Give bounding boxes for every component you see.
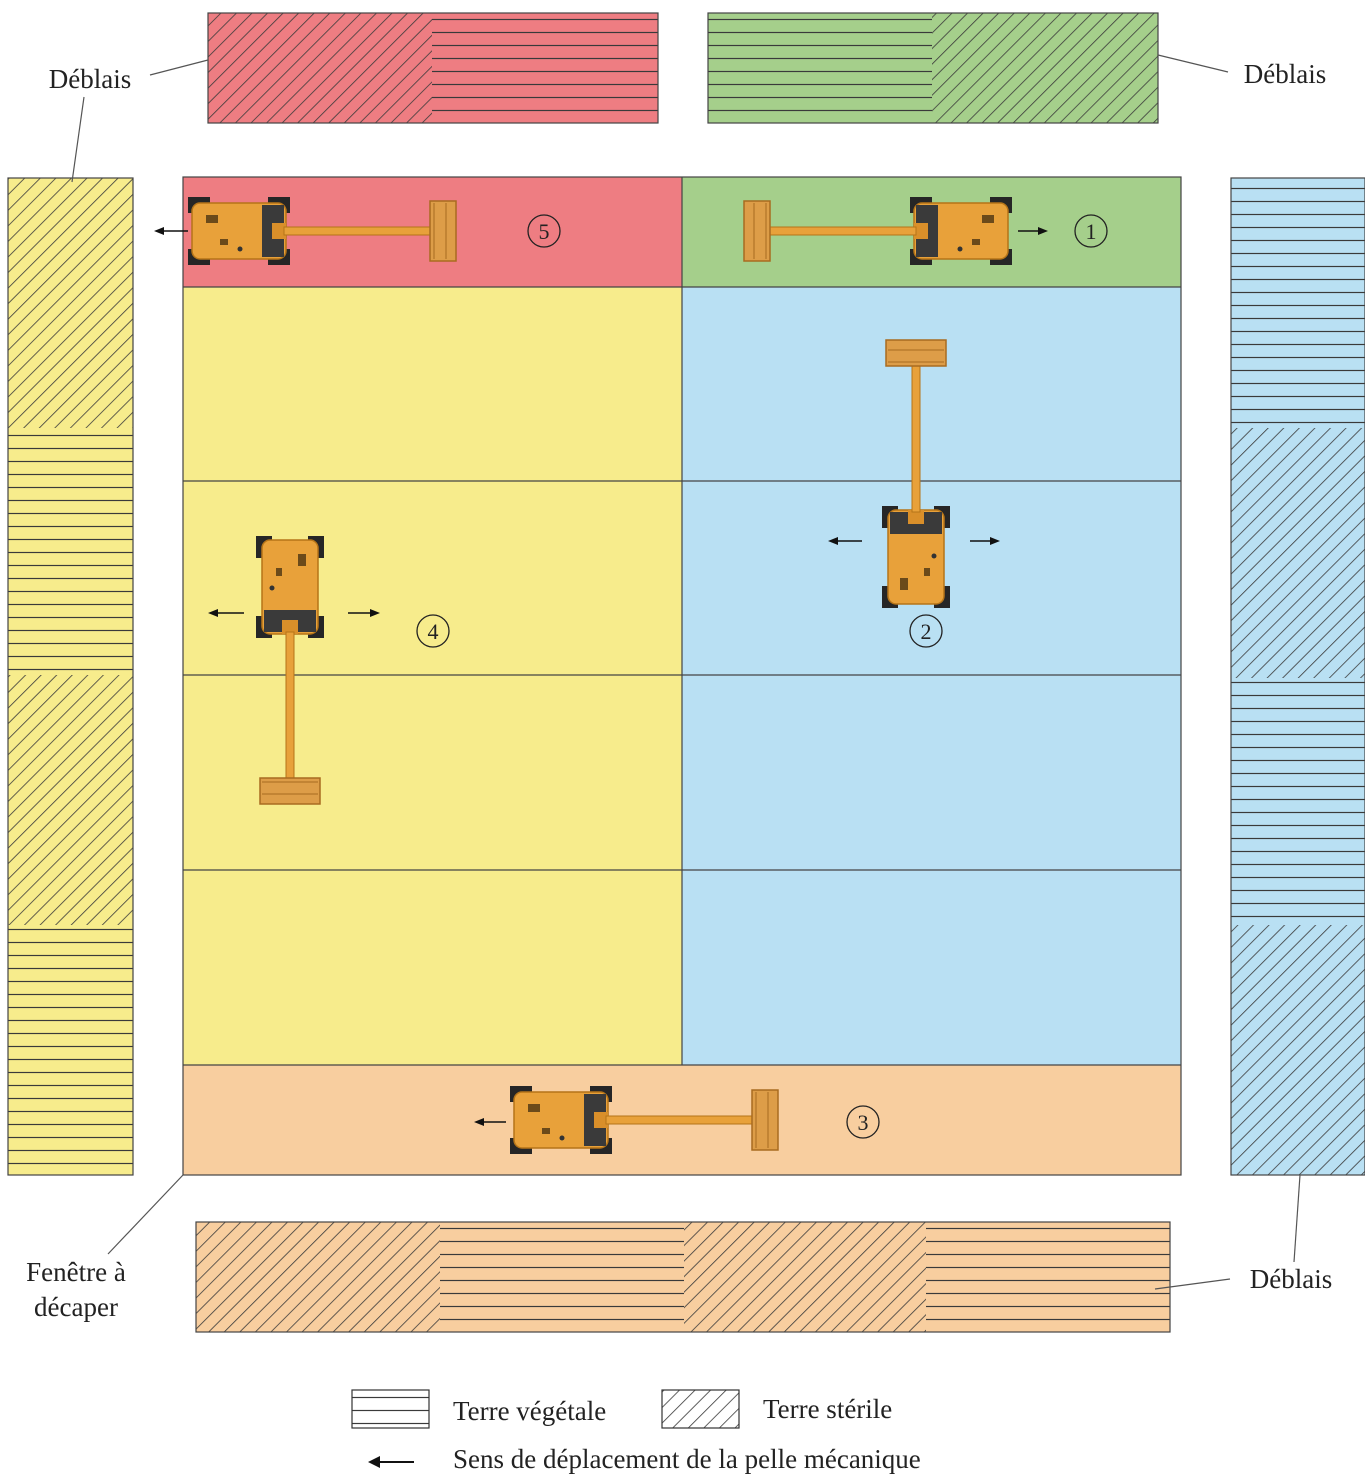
step-markers: 1 2 3 4 5 <box>416 214 1108 1139</box>
step-marker-4: 4 <box>416 614 450 648</box>
legend-sterile-label: Terre stérile <box>763 1394 892 1424</box>
spoil-heap-top-right <box>707 12 1159 124</box>
label-fenetre-line2: décaper <box>34 1292 118 1322</box>
label-deblais-top-left: Déblais <box>49 64 131 94</box>
step-marker-1: 1 <box>1074 214 1108 248</box>
zone-4 <box>183 287 682 1065</box>
legend-sterile-swatch <box>661 1389 740 1429</box>
stripping-window <box>182 176 1182 1176</box>
legend-arrow-icon <box>368 1456 414 1468</box>
label-deblais-bottom-right: Déblais <box>1250 1264 1332 1294</box>
label-deblais-top-right: Déblais <box>1244 59 1326 89</box>
zone-2 <box>682 287 1181 1065</box>
step-marker-2: 2 <box>909 614 943 648</box>
svg-text:4: 4 <box>428 619 439 644</box>
spoil-heap-left <box>7 177 134 1176</box>
direction-arrows <box>154 227 1048 1126</box>
svg-text:5: 5 <box>539 219 550 244</box>
legend: Terre végétale Terre stérile Sens de dép… <box>351 1389 921 1474</box>
step-marker-3: 3 <box>846 1105 880 1139</box>
step-marker-5: 5 <box>527 214 561 248</box>
label-fenetre-line1: Fenêtre à <box>26 1257 126 1287</box>
spoil-heap-right <box>1230 177 1365 1176</box>
svg-text:2: 2 <box>921 619 932 644</box>
svg-text:1: 1 <box>1086 219 1097 244</box>
spoil-heap-top-left <box>207 12 659 124</box>
svg-text:3: 3 <box>858 1110 869 1135</box>
legend-direction-label: Sens de déplacement de la pelle mécaniqu… <box>453 1444 921 1474</box>
legend-topsoil-swatch <box>351 1389 430 1429</box>
legend-topsoil-label: Terre végétale <box>453 1396 606 1426</box>
spoil-heap-bottom <box>195 1221 1171 1333</box>
